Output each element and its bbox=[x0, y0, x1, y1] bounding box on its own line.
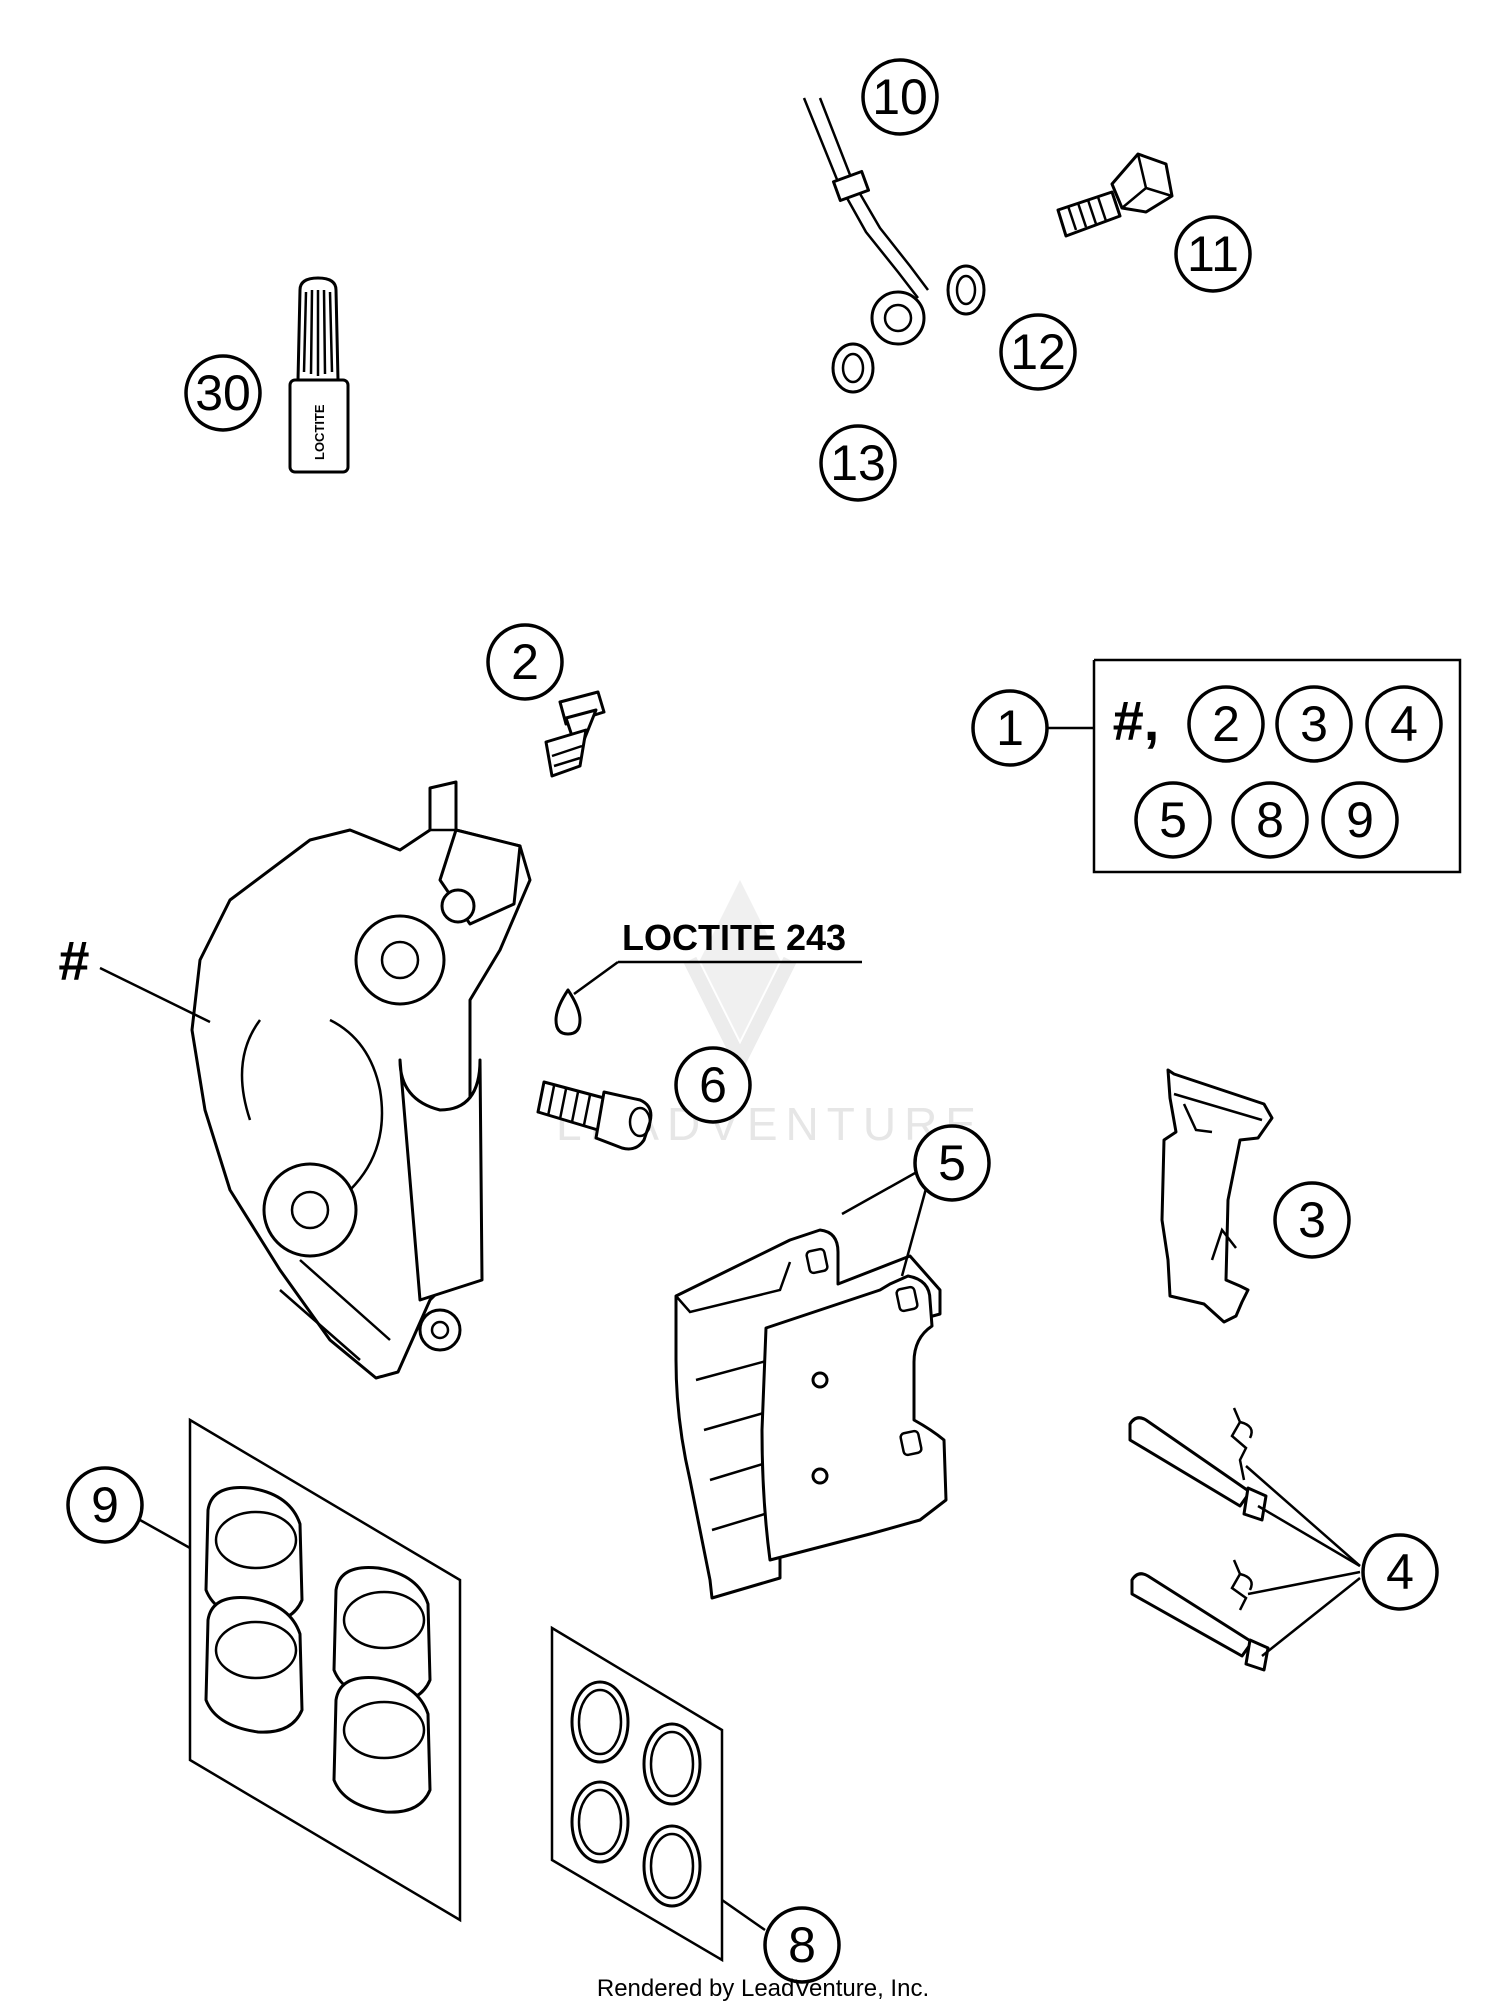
kit-item-3-number: 3 bbox=[1300, 696, 1328, 752]
loctite-243-text: LOCTITE 243 bbox=[622, 917, 846, 958]
brake-pads-part bbox=[674, 1166, 948, 1600]
callout-9-number: 9 bbox=[91, 1477, 119, 1533]
seal-ring-1 bbox=[570, 1680, 630, 1764]
pistons-part bbox=[139, 1417, 462, 1923]
kit-item-9-number: 9 bbox=[1346, 792, 1374, 848]
callout-11-number: 11 bbox=[1187, 226, 1239, 282]
kit-item-9: 9 bbox=[1321, 781, 1399, 859]
callout-3-number: 3 bbox=[1298, 1192, 1326, 1248]
kit-item-3: 3 bbox=[1275, 685, 1353, 763]
kit-contents-box: #, 2 3 4 5 8 9 bbox=[1048, 658, 1462, 874]
callout-13-number: 13 bbox=[830, 435, 886, 491]
piston-3 bbox=[204, 1595, 304, 1734]
socket-screw-part bbox=[536, 1080, 653, 1151]
callout-5: 5 bbox=[913, 1124, 991, 1202]
kit-item-5: 5 bbox=[1134, 781, 1212, 859]
kit-item-8: 8 bbox=[1231, 781, 1309, 859]
hash-label: # bbox=[58, 929, 211, 1024]
pad-pins-part bbox=[1128, 1407, 1361, 1672]
callout-1: 1 bbox=[971, 689, 1049, 767]
callout-4: 4 bbox=[1361, 1533, 1439, 1611]
callout-1-number: 1 bbox=[996, 700, 1024, 756]
rendered-by-footer: Rendered by LeadVenture, Inc. bbox=[597, 1975, 929, 2002]
seal-ring-3 bbox=[570, 1780, 630, 1864]
callout-30-number: 30 bbox=[195, 365, 251, 421]
callout-30: 30 bbox=[184, 354, 262, 432]
callout-6-number: 6 bbox=[699, 1057, 727, 1113]
callout-3: 3 bbox=[1273, 1181, 1351, 1259]
kit-item-2-number: 2 bbox=[1212, 696, 1240, 752]
bleed-screw-part bbox=[544, 690, 606, 778]
callout-8: 8 bbox=[763, 1906, 841, 1984]
callout-6: 6 bbox=[674, 1046, 752, 1124]
hash-symbol: # bbox=[58, 929, 89, 992]
callout-5-number: 5 bbox=[938, 1135, 966, 1191]
kit-hash-label: #, bbox=[1113, 689, 1160, 752]
seal-ring-4 bbox=[642, 1824, 702, 1908]
seal-rings-part bbox=[550, 1625, 766, 1963]
callout-12-number: 12 bbox=[1010, 324, 1066, 380]
banjo-bolt-part bbox=[1056, 152, 1174, 238]
brake-caliper-part bbox=[190, 780, 532, 1380]
loctite-243-note: LOCTITE 243 bbox=[554, 917, 862, 1036]
callout-12: 12 bbox=[999, 313, 1077, 391]
piston-4 bbox=[332, 1675, 432, 1814]
callout-11: 11 bbox=[1174, 215, 1252, 293]
callout-2-number: 2 bbox=[511, 634, 539, 690]
kit-item-4: 4 bbox=[1365, 685, 1443, 763]
brake-line-part bbox=[802, 97, 986, 394]
callout-2: 2 bbox=[486, 623, 564, 701]
callout-4-number: 4 bbox=[1386, 1544, 1414, 1600]
loctite-bottle-label: LOCTITE bbox=[312, 404, 327, 460]
pad-spring-part bbox=[1160, 1068, 1274, 1324]
loctite-bottle-part: LOCTITE bbox=[288, 276, 350, 474]
kit-item-2: 2 bbox=[1187, 685, 1265, 763]
callout-13: 13 bbox=[819, 424, 897, 502]
callout-10-number: 10 bbox=[872, 69, 928, 125]
callout-8-number: 8 bbox=[788, 1917, 816, 1973]
kit-item-5-number: 5 bbox=[1159, 792, 1187, 848]
kit-item-4-number: 4 bbox=[1390, 696, 1418, 752]
callout-10: 10 bbox=[861, 58, 939, 136]
seal-ring-2 bbox=[642, 1722, 702, 1806]
kit-item-8-number: 8 bbox=[1256, 792, 1284, 848]
callout-9: 9 bbox=[66, 1466, 144, 1544]
